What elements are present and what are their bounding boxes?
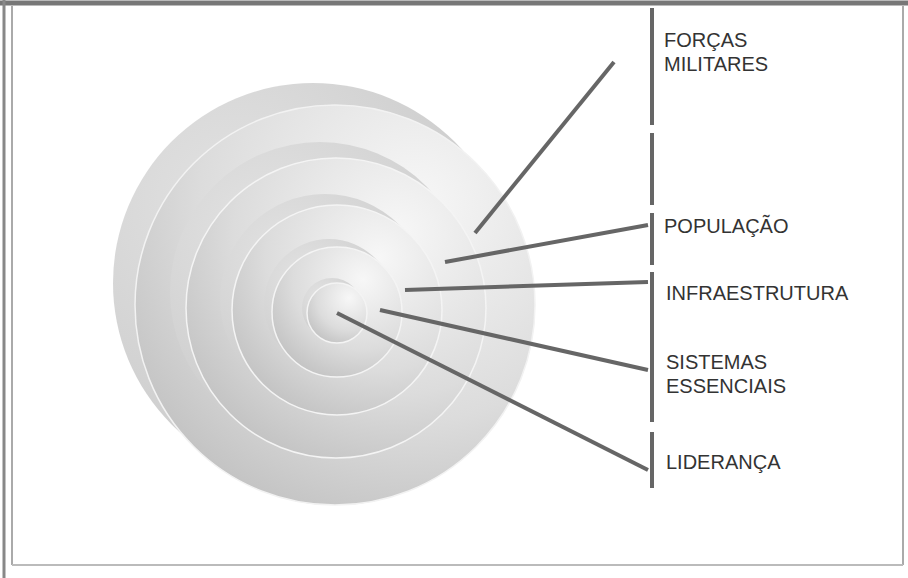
leader-line bbox=[445, 225, 648, 262]
leader-line bbox=[380, 310, 648, 370]
leader-lines bbox=[337, 62, 648, 470]
frame-line bbox=[11, 6, 13, 565]
disc-face bbox=[232, 205, 442, 415]
frame-line bbox=[0, 1, 908, 6]
label-bracket bbox=[650, 8, 654, 125]
disc-face bbox=[186, 158, 486, 458]
disc-face bbox=[135, 105, 535, 505]
label-bracket bbox=[650, 432, 654, 488]
label-brackets bbox=[650, 8, 654, 488]
leader-line bbox=[475, 62, 614, 233]
frame-line bbox=[12, 564, 903, 566]
ring-label: LIDERANÇA bbox=[666, 450, 780, 474]
ring-label: FORÇAS MILITARES bbox=[664, 28, 814, 76]
stepped-discs bbox=[113, 83, 535, 505]
frame-line bbox=[3, 0, 6, 578]
label-bracket bbox=[650, 272, 654, 422]
label-bracket bbox=[650, 213, 654, 265]
label-bracket bbox=[650, 133, 654, 205]
ring-label: SISTEMAS ESSENCIAIS bbox=[666, 350, 816, 398]
frame-line bbox=[902, 6, 904, 565]
ring-label: INFRAESTRUTURA bbox=[666, 281, 816, 305]
ring-label: POPULAÇÃO bbox=[664, 214, 788, 238]
leader-line bbox=[405, 282, 648, 290]
leader-line bbox=[337, 313, 648, 470]
